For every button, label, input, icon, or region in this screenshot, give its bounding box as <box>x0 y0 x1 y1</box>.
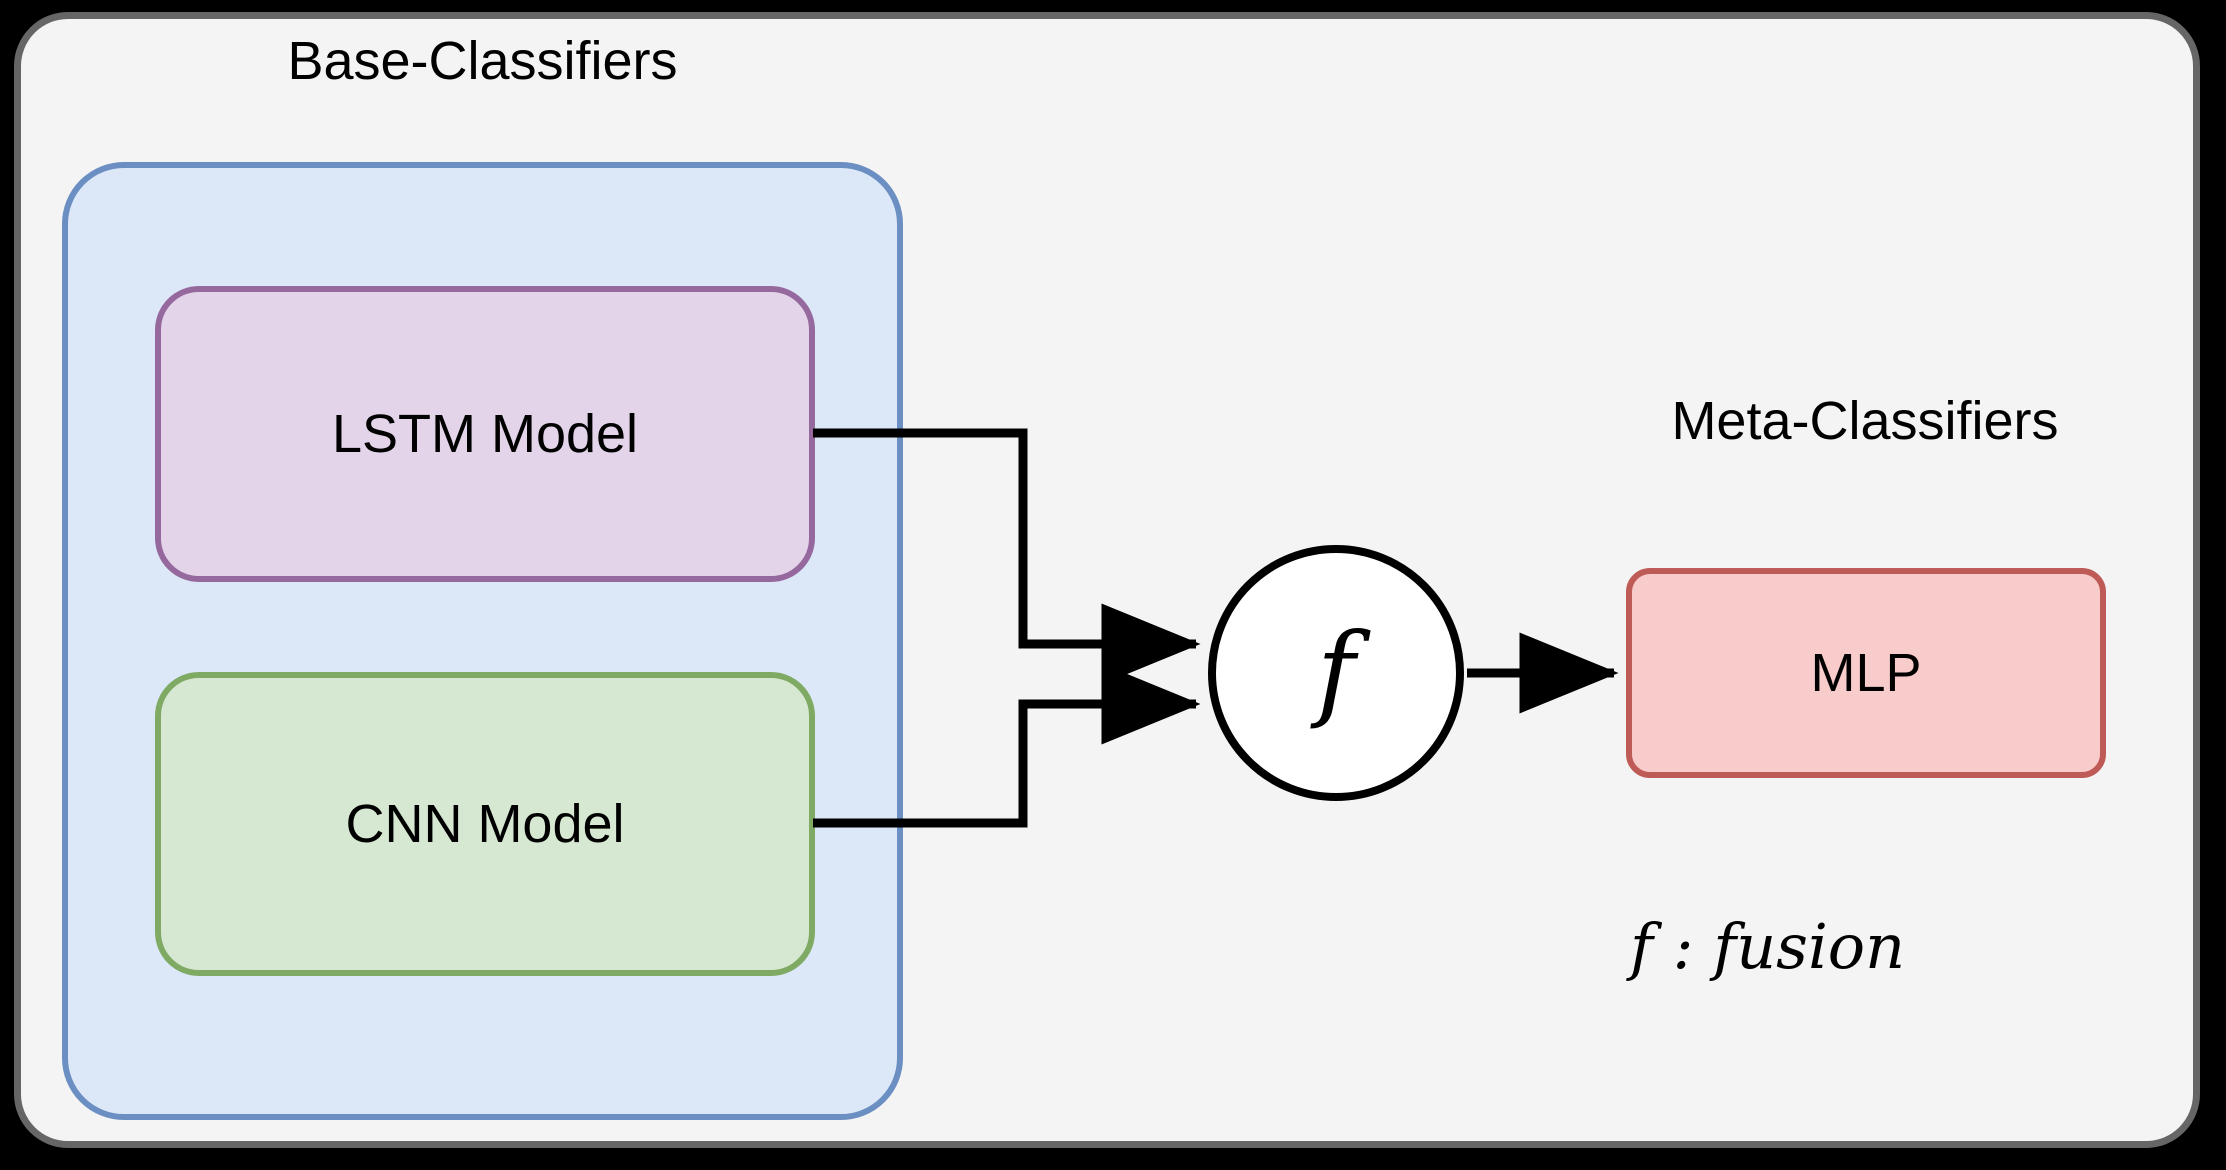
mlp-model-box[interactable]: MLP <box>1626 568 2106 778</box>
lstm-model-box[interactable]: LSTM Model <box>155 286 815 582</box>
meta-classifiers-label: Meta-Classifiers <box>1671 391 2059 451</box>
mlp-model-label: MLP <box>1810 643 1922 703</box>
fusion-legend: f : fusion <box>1630 910 1906 983</box>
fusion-node[interactable]: f <box>1208 545 1464 801</box>
base-classifiers-label: Base-Classifiers <box>287 31 678 91</box>
cnn-model-box[interactable]: CNN Model <box>155 672 815 976</box>
cnn-model-label: CNN Model <box>345 794 625 854</box>
fusion-symbol: f <box>1316 610 1356 732</box>
lstm-model-label: LSTM Model <box>331 404 639 464</box>
